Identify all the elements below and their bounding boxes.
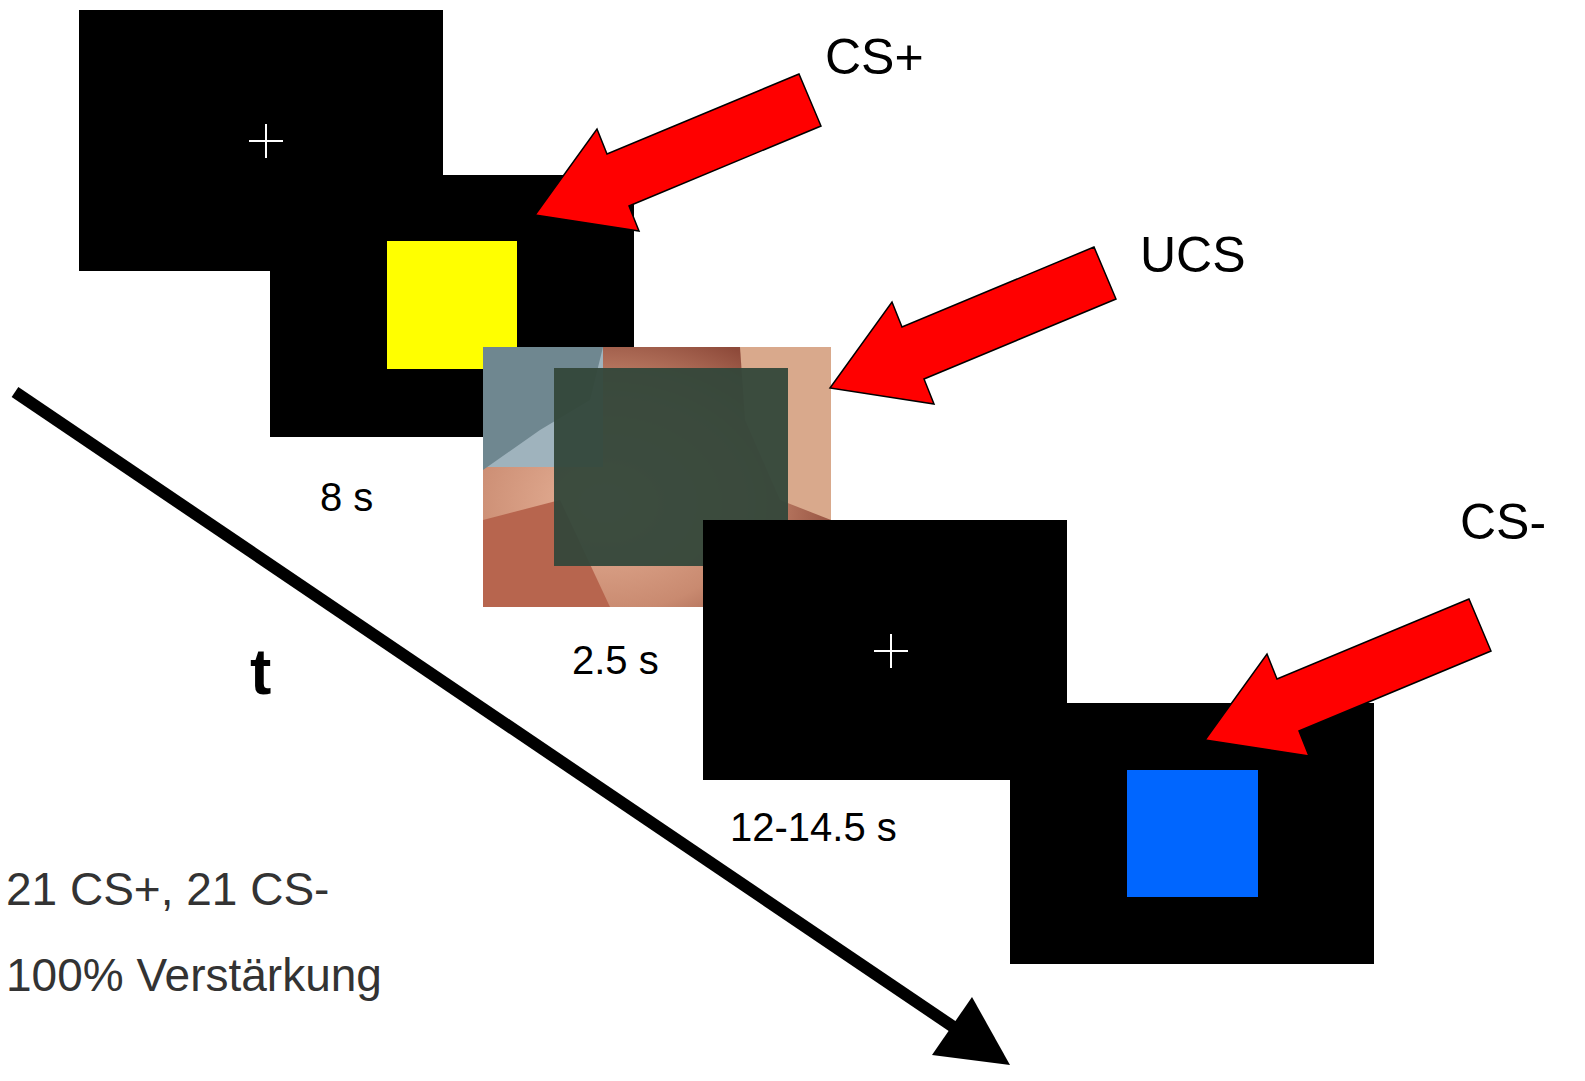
time-arrowhead <box>932 997 1010 1065</box>
duration-label: 12-14.5 s <box>730 807 897 847</box>
duration-label: 2.5 s <box>572 640 659 680</box>
pointer-arrow <box>535 74 821 231</box>
stimulus-label: UCS <box>1140 230 1246 280</box>
duration-label: 8 s <box>320 477 373 517</box>
note-text: 21 CS+, 21 CS- <box>6 866 329 912</box>
cs-minus-screen <box>1010 703 1374 964</box>
pointer-arrow <box>1205 599 1491 756</box>
fixation-cross <box>249 124 283 158</box>
note-text: 100% Verstärkung <box>6 952 382 998</box>
stimulus-label: CS+ <box>825 32 924 82</box>
time-label: t <box>250 640 271 704</box>
stimulus-label: CS- <box>1460 497 1546 547</box>
time-axis <box>15 392 955 1028</box>
blue-square <box>1127 770 1258 897</box>
fixation-cross <box>874 634 908 668</box>
pointer-arrow <box>830 247 1116 404</box>
